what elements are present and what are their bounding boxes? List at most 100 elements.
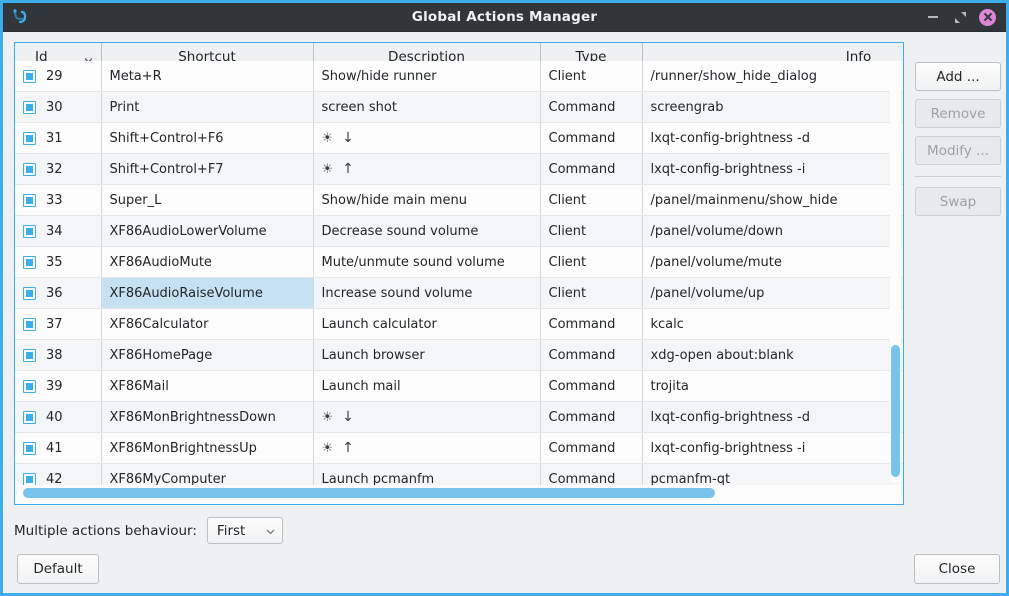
cell-shortcut[interactable]: Print — [101, 91, 314, 123]
cell-type[interactable]: Command — [540, 122, 643, 154]
cell-id[interactable]: 36 — [15, 277, 102, 309]
cell-id[interactable]: 37 — [15, 308, 102, 340]
cell-type[interactable]: Client — [540, 246, 643, 278]
cell-shortcut[interactable]: XF86Calculator — [101, 308, 314, 340]
cell-shortcut[interactable]: Shift+Control+F7 — [101, 153, 314, 185]
cell-description[interactable]: Mute/unmute sound volume — [313, 246, 541, 278]
cell-id[interactable]: 32 — [15, 153, 102, 185]
cell-info[interactable]: /runner/show_hide_dialog — [642, 61, 903, 92]
cell-type[interactable]: Command — [540, 432, 643, 464]
cell-type[interactable]: Command — [540, 401, 643, 433]
modify-button[interactable]: Modify ... — [915, 136, 1001, 165]
cell-info[interactable]: /panel/volume/mute — [642, 246, 903, 278]
cell-id[interactable]: 33 — [15, 184, 102, 216]
default-button[interactable]: Default — [17, 554, 99, 584]
horizontal-scroll-thumb[interactable] — [23, 488, 715, 498]
cell-info[interactable]: lxqt-config-brightness -i — [642, 153, 903, 185]
cell-id[interactable]: 39 — [15, 370, 102, 402]
cell-description[interactable]: Launch browser — [313, 339, 541, 371]
cell-info[interactable]: lxqt-config-brightness -i — [642, 432, 903, 464]
cell-type[interactable]: Command — [540, 370, 643, 402]
cell-description[interactable]: Increase sound volume — [313, 277, 541, 309]
cell-info[interactable]: trojita — [642, 370, 903, 402]
cell-type[interactable]: Command — [540, 339, 643, 371]
cell-description[interactable]: ☀↓ — [313, 401, 541, 433]
cell-description[interactable]: Decrease sound volume — [313, 215, 541, 247]
swap-button[interactable]: Swap — [915, 187, 1001, 216]
cell-shortcut[interactable]: Shift+Control+F6 — [101, 122, 314, 154]
enabled-checkbox[interactable] — [23, 472, 36, 486]
vertical-scroll-thumb[interactable] — [891, 345, 900, 477]
maximize-icon[interactable] — [952, 9, 968, 25]
enabled-checkbox[interactable] — [23, 410, 36, 424]
cell-info[interactable]: /panel/mainmenu/show_hide — [642, 184, 903, 216]
cell-description[interactable]: ☀↓ — [313, 122, 541, 154]
enabled-checkbox[interactable] — [23, 69, 36, 83]
cell-description[interactable]: Show/hide main menu — [313, 184, 541, 216]
cell-id[interactable]: 29 — [15, 61, 102, 92]
cell-info[interactable]: lxqt-config-brightness -d — [642, 401, 903, 433]
cell-info[interactable]: /panel/volume/up — [642, 277, 903, 309]
cell-id[interactable]: 34 — [15, 215, 102, 247]
cell-id[interactable]: 30 — [15, 91, 102, 123]
cell-id[interactable]: 38 — [15, 339, 102, 371]
cell-shortcut[interactable]: Meta+R — [101, 61, 314, 92]
cell-type[interactable]: Client — [540, 277, 643, 309]
cell-info[interactable]: xdg-open about:blank — [642, 339, 903, 371]
cell-id[interactable]: 41 — [15, 432, 102, 464]
cell-shortcut[interactable]: XF86AudioMute — [101, 246, 314, 278]
cell-description[interactable]: Show/hide runner — [313, 61, 541, 92]
enabled-checkbox[interactable] — [23, 286, 36, 300]
table-horizontal-scrollbar[interactable] — [17, 485, 901, 501]
enabled-checkbox[interactable] — [23, 224, 36, 238]
cell-description[interactable]: Launch calculator — [313, 308, 541, 340]
enabled-checkbox[interactable] — [23, 193, 36, 207]
cell-shortcut[interactable]: XF86HomePage — [101, 339, 314, 371]
enabled-checkbox[interactable] — [23, 162, 36, 176]
cell-description[interactable]: screen shot — [313, 91, 541, 123]
cell-type[interactable]: Client — [540, 215, 643, 247]
cell-id[interactable]: 40 — [15, 401, 102, 433]
cell-id[interactable]: 35 — [15, 246, 102, 278]
cell-info[interactable]: screengrab — [642, 91, 903, 123]
cell-description[interactable]: Launch mail — [313, 370, 541, 402]
remove-button[interactable]: Remove — [915, 99, 1001, 128]
cell-info[interactable]: lxqt-config-brightness -d — [642, 122, 903, 154]
enabled-checkbox[interactable] — [23, 441, 36, 455]
enabled-checkbox[interactable] — [23, 255, 36, 269]
table-vertical-scrollbar[interactable] — [890, 72, 901, 482]
cell-shortcut[interactable]: XF86MonBrightnessUp — [101, 432, 314, 464]
close-button[interactable]: Close — [914, 554, 1000, 584]
close-icon[interactable] — [979, 8, 996, 26]
cell-type[interactable]: Client — [540, 184, 643, 216]
cell-type[interactable]: Command — [540, 91, 643, 123]
cell-type[interactable]: Client — [540, 61, 643, 92]
cell-id[interactable]: 31 — [15, 122, 102, 154]
add-button[interactable]: Add ... — [915, 62, 1001, 91]
behaviour-select[interactable]: First — [206, 517, 283, 544]
actions-table[interactable]: Id Shortcut Description Type Info — [14, 42, 904, 505]
cell-shortcut[interactable]: XF86AudioRaiseVolume — [101, 277, 314, 309]
cell-shortcut[interactable]: XF86Mail — [101, 370, 314, 402]
cell-info[interactable]: /panel/volume/down — [642, 215, 903, 247]
enabled-checkbox[interactable] — [23, 348, 36, 362]
cell-shortcut[interactable]: XF86AudioLowerVolume — [101, 215, 314, 247]
enabled-checkbox[interactable] — [23, 379, 36, 393]
cell-description[interactable]: ☀↑ — [313, 432, 541, 464]
enabled-checkbox[interactable] — [23, 100, 36, 114]
cell-description[interactable]: ☀↑ — [313, 153, 541, 185]
enabled-checkbox[interactable] — [23, 317, 36, 331]
cell-shortcut[interactable]: XF86MonBrightnessDown — [101, 401, 314, 433]
cell-shortcut[interactable]: Super_L — [101, 184, 314, 216]
